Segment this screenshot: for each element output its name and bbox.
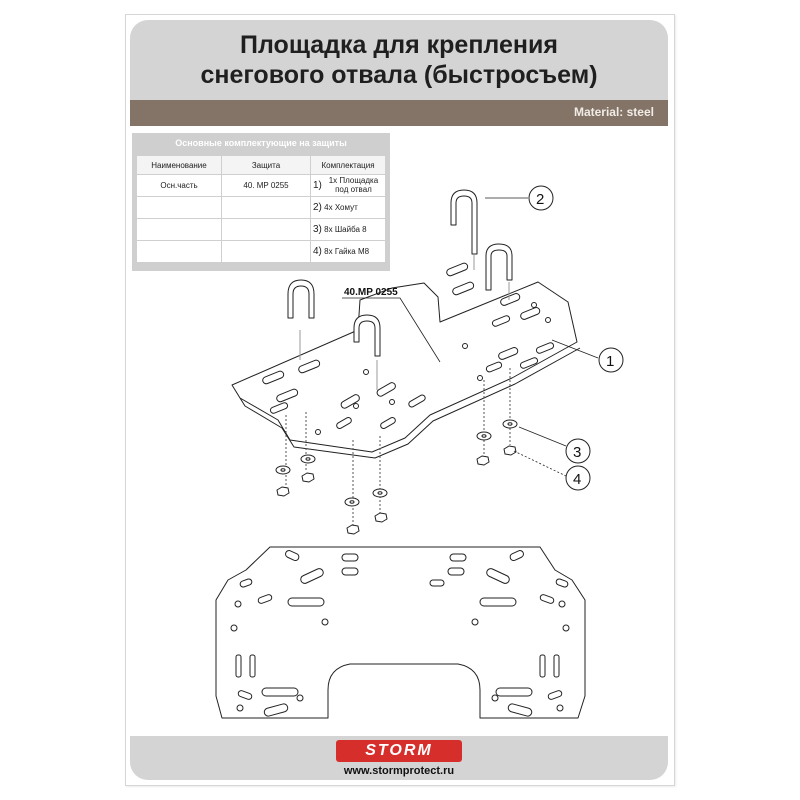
flat-plate-outline [215, 546, 586, 719]
cell-protection [221, 218, 311, 241]
u-bolt-1 [287, 279, 315, 319]
callout-3: 3 [573, 444, 581, 461]
table-row: 4) 8х Гайка М8 [136, 240, 386, 263]
column-header-kit: Комплектация [310, 155, 386, 175]
u-bolt-2 [353, 314, 381, 357]
kit-number: 1) [313, 180, 322, 191]
cell-kit: 2) 4х Хомут [310, 196, 386, 219]
cell-name [136, 218, 222, 241]
kit-number: 4) [313, 246, 322, 257]
cell-kit: 3) 8х Шайба 8 [310, 218, 386, 241]
cell-protection: 40. MP 0255 [221, 174, 311, 197]
material-bar: Material: steel [130, 100, 668, 126]
footer-banner: STORM www.stormprotect.ru [130, 736, 668, 780]
cell-protection [221, 196, 311, 219]
part-number-label: 40.MP 0255 [344, 287, 398, 298]
header-banner: Площадка для крепления снегового отвала … [130, 20, 668, 100]
callout-2: 2 [536, 191, 544, 208]
title-line-2: снегового отвала (быстросъем) [200, 61, 598, 89]
spec-table-panel: Основные комплектующие на защиты Наимено… [132, 133, 390, 271]
storm-logo: STORM [336, 740, 462, 762]
page-title: Площадка для крепления снегового отвала … [130, 30, 668, 90]
kit-text: 8х Шайба 8 [324, 225, 367, 234]
material-label: Material: steel [573, 105, 654, 119]
table-row: 3) 8х Шайба 8 [136, 218, 386, 241]
kit-text: 8х Гайка М8 [324, 247, 370, 256]
kit-number: 3) [313, 224, 322, 235]
cell-kit: 4) 8х Гайка М8 [310, 240, 386, 263]
column-header-name: Наименование [136, 155, 222, 175]
spec-table-heading: Основные комплектующие на защиты [175, 138, 347, 148]
table-row: 2) 4х Хомут [136, 196, 386, 219]
u-bolt-4 [485, 243, 513, 291]
flat-plate-holes [230, 550, 570, 717]
washers [275, 419, 518, 507]
spec-table: Наименование Защита Комплектация Осн.час… [136, 155, 386, 263]
callout-4: 4 [573, 471, 581, 488]
nuts [276, 445, 517, 535]
callout-1: 1 [606, 353, 614, 370]
kit-text: 1х Площадка под отвал [328, 176, 379, 194]
kit-text: 4х Хомут [324, 203, 358, 212]
kit-number: 2) [313, 202, 322, 213]
title-line-1: Площадка для крепления [240, 31, 558, 59]
cell-protection [221, 240, 311, 263]
u-bolt-3 [450, 189, 478, 255]
website-url: www.stormprotect.ru [343, 765, 455, 777]
cell-kit: 1) 1х Площадка под отвал [310, 174, 386, 197]
plate-edge [239, 347, 581, 459]
cell-name [136, 196, 222, 219]
